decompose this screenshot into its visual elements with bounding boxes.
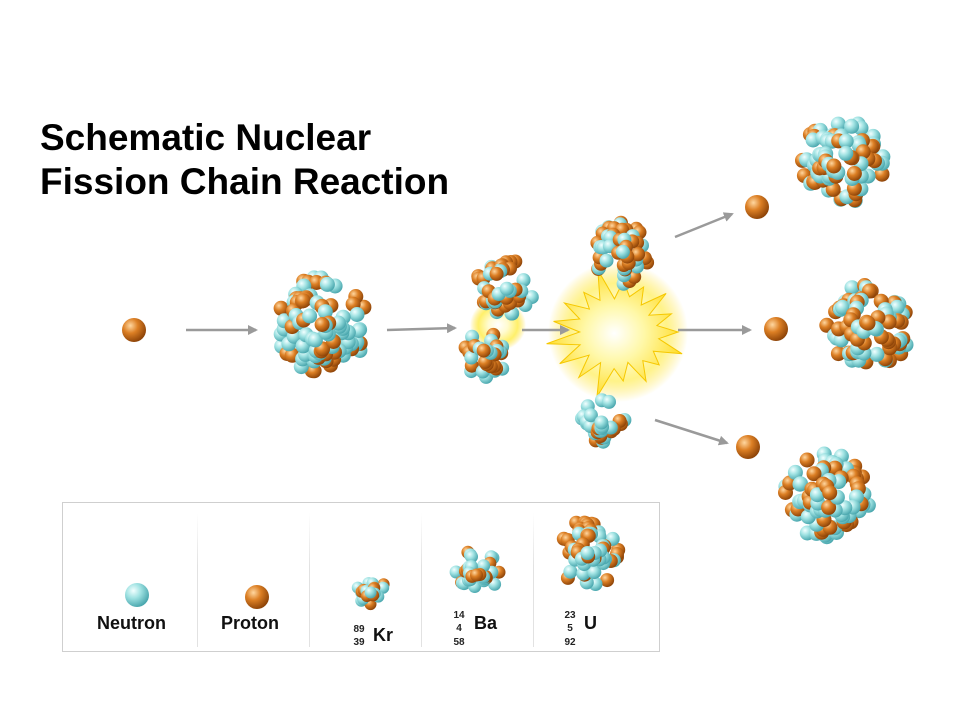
neutron-ball	[377, 581, 390, 594]
neutron-ball	[587, 565, 602, 580]
neutron-ball	[302, 308, 318, 324]
neutron-ball	[464, 350, 479, 365]
u-atomic-number: 92	[564, 637, 576, 648]
neutron-ball	[499, 281, 514, 296]
neutron-ball	[869, 346, 885, 362]
neutron-ball	[349, 307, 365, 322]
neutron-ball	[580, 546, 595, 560]
proton-ball	[819, 317, 835, 333]
product-nucleus-2	[819, 278, 914, 370]
neutron-ball	[838, 145, 854, 161]
emitted-particle-1	[745, 195, 769, 219]
proton-ball	[273, 300, 289, 316]
ba-mass-number-bottom: 4	[456, 623, 462, 634]
neutron-ball	[563, 564, 578, 579]
neutron-ball	[844, 280, 860, 296]
neutron-ball	[516, 273, 531, 288]
neutron-ball	[599, 253, 614, 268]
splitting-fragment-top	[471, 254, 539, 321]
proton-ball	[822, 485, 838, 501]
proton-swatch	[245, 585, 269, 609]
neutron-ball	[364, 586, 377, 599]
proton-ball	[489, 266, 504, 281]
emitted-particle-2	[764, 317, 788, 341]
product-nucleus-1	[795, 116, 891, 208]
neutron-ball	[449, 565, 463, 579]
title-line-1: Schematic Nuclear	[40, 117, 372, 158]
legend-divider	[197, 513, 198, 647]
neutron-label: Neutron	[97, 613, 166, 633]
legend-divider	[533, 513, 534, 647]
proton-ball	[860, 315, 876, 331]
diagram-title: Schematic Nuclear Fission Chain Reaction	[40, 116, 449, 204]
neutron-ball	[583, 408, 598, 423]
emitted-particle-3	[736, 435, 760, 459]
neutron-ball	[319, 276, 335, 292]
neutron-ball	[889, 299, 905, 315]
u-mass-number-bottom: 5	[567, 623, 573, 634]
krypton-nucleus	[351, 577, 390, 611]
u-mass-number-top: 23	[564, 610, 576, 621]
neutron-swatch	[125, 583, 149, 607]
title-line-2: Fission Chain Reaction	[40, 161, 450, 202]
proton-ball	[806, 466, 822, 482]
neutron-ball	[307, 332, 323, 348]
arrow-2	[386, 323, 457, 334]
barium-nucleus	[449, 545, 506, 593]
neutron-ball	[793, 476, 808, 492]
uranium-nucleus	[273, 270, 372, 379]
proton-ball	[799, 452, 815, 468]
proton-ball	[630, 247, 645, 262]
proton-ball	[600, 573, 615, 588]
neutron-ball	[835, 299, 850, 315]
fission-product-bottom	[575, 393, 632, 449]
product-nucleus-3	[778, 446, 876, 545]
proton-ball	[826, 158, 842, 174]
neutron-ball	[787, 464, 803, 480]
splitting-fragment-bottom	[458, 327, 510, 384]
fission-product-top	[590, 215, 655, 291]
neutron-ball	[838, 133, 854, 149]
proton-ball	[846, 166, 862, 181]
proton-ball	[476, 343, 491, 358]
neutron-ball	[602, 394, 616, 409]
legend-divider	[309, 513, 310, 647]
neutron-ball	[844, 118, 860, 134]
neutron-ball	[317, 304, 333, 320]
proton-ball	[470, 568, 483, 582]
neutron-ball	[615, 244, 630, 259]
arrow-4	[674, 212, 734, 239]
proton-ball	[295, 293, 311, 309]
uranium-legend-nucleus	[556, 515, 626, 591]
u-symbol: U	[584, 613, 597, 633]
legend: Neutron Proton 89 39 Kr 14 4 58 Ba 23 5 …	[62, 502, 660, 652]
ba-atomic-number: 58	[453, 637, 465, 648]
explosion-burst	[546, 262, 688, 402]
legend-graphics	[125, 515, 626, 611]
proton-label: Proton	[221, 613, 279, 633]
proton-ball	[821, 499, 837, 515]
neutron-ball	[830, 116, 846, 132]
kr-mass-number: 89	[353, 624, 365, 635]
proton-ball	[855, 144, 871, 160]
proton-ball	[314, 317, 330, 332]
arrow-6	[654, 418, 729, 446]
neutron-ball	[594, 415, 609, 430]
kr-atomic-number: 39	[353, 637, 365, 648]
incoming-particle	[122, 318, 146, 342]
kr-symbol: Kr	[373, 625, 394, 645]
ba-mass-number-top: 14	[453, 610, 465, 621]
legend-divider	[421, 513, 422, 647]
neutron-ball	[465, 550, 478, 564]
ba-symbol: Ba	[474, 613, 498, 633]
